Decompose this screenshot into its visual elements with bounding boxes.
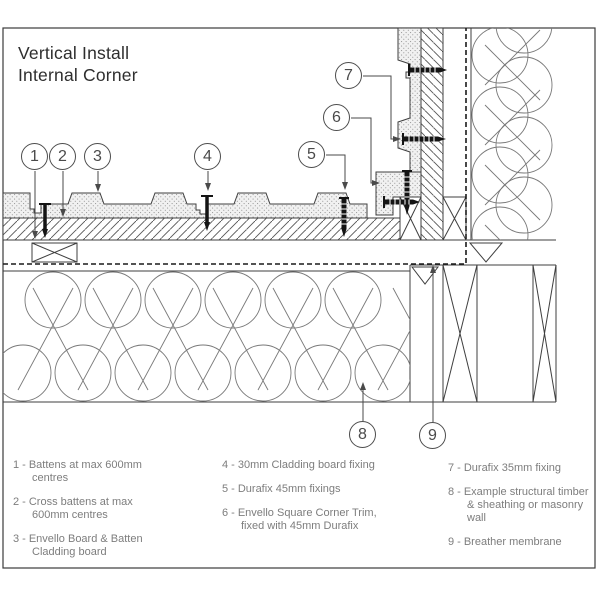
legend-item-8: 8 -Example structural timber & sheathing…: [448, 486, 589, 524]
legend-item-9: 9 -Breather membrane: [448, 536, 562, 548]
cross-batten-layer: [2, 217, 401, 241]
legend-item-3: 3 -Envello Board & Batten Cladding board: [13, 533, 143, 558]
legend-item-4: 4 -30mm Cladding board fixing: [222, 459, 375, 471]
cross-batten-layer-vertical: [420, 27, 444, 241]
legend-item-5: 5 -Durafix 45mm fixings: [222, 483, 341, 495]
fixing-screws: [39, 64, 447, 238]
legend-item-1: 1 -Battens at max 600mm centres: [13, 459, 142, 484]
callout-3: 3: [84, 143, 111, 170]
drawing-title-line2: Internal Corner: [18, 65, 138, 85]
callout-4: 4: [194, 143, 221, 170]
callout-5: 5: [298, 141, 325, 168]
cladding-board-vertical: [397, 27, 422, 173]
callout-8: 8: [349, 421, 376, 448]
drawing-title: Vertical Install Internal Corner: [18, 42, 138, 86]
callout-6: 6: [323, 104, 350, 131]
legend-item-6: 6 -Envello Square Corner Trim, fixed wit…: [222, 507, 377, 532]
insulation-hatch-vertical: [471, 28, 553, 240]
legend-item-2: 2 -Cross battens at max 600mm centres: [13, 496, 133, 521]
callout-7: 7: [335, 62, 362, 89]
cladding-board-horizontal: [2, 192, 368, 219]
batten-section-box: [31, 242, 78, 263]
legend-column-2: 4 -30mm Cladding board fixing 5 -Durafix…: [222, 459, 382, 544]
callout-9: 9: [419, 422, 446, 449]
corner-batten-box-2: [442, 196, 467, 241]
drawing-title-line1: Vertical Install: [18, 43, 130, 63]
legend-item-7: 7 -Durafix 35mm fixing: [448, 462, 562, 474]
callout-leader-lines: [32, 75, 436, 422]
legend-column-3: 7 -Durafix 35mm fixing 8 -Example struct…: [448, 462, 590, 560]
insulation-hatch-horizontal: [3, 271, 410, 402]
legend-column-1: 1 -Battens at max 600mm centres 2 -Cross…: [13, 459, 171, 570]
drawing-frame: [2, 27, 596, 569]
horizontal-wall-section: [2, 192, 556, 403]
callout-2: 2: [49, 143, 76, 170]
callout-1: 1: [21, 143, 48, 170]
breather-membrane-line: [3, 28, 467, 265]
structural-timber-band: [410, 242, 557, 403]
